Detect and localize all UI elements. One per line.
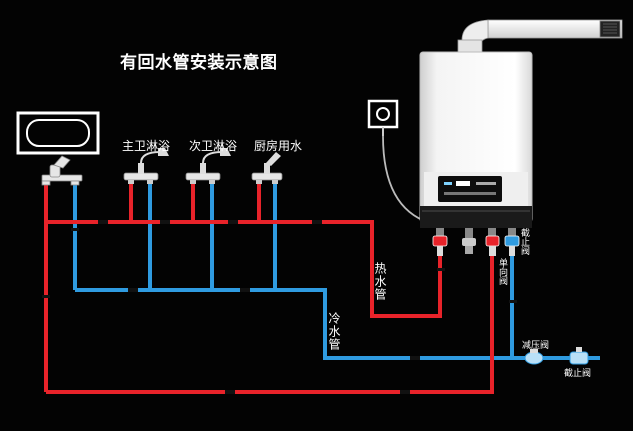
heater-display-panel xyxy=(438,176,502,202)
valve-icon xyxy=(432,235,520,256)
label-kitchen-water: 厨房用水 xyxy=(254,139,303,153)
label-check-valve: 单向阀 xyxy=(497,258,507,285)
pump-icon xyxy=(367,99,399,136)
hot-pipe-return-loop xyxy=(46,236,494,394)
label-pressure-reducing-valve: 减压阀 xyxy=(522,341,550,351)
second-bath-shower-fixture xyxy=(185,148,231,184)
bathtub-faucet-icon xyxy=(41,155,83,186)
label-cold-water-pipe: 冷水管 xyxy=(327,312,341,351)
shower-head-icon xyxy=(220,148,231,156)
shower-head-icon xyxy=(158,148,169,156)
label-shutoff-valve-bottom: 截止阀 xyxy=(564,369,592,379)
flue-pipe-icon xyxy=(457,19,623,55)
label-shutoff-valve-top: 截止阀 xyxy=(519,228,529,255)
label-second-bath-shower: 次卫淋浴 xyxy=(189,139,238,153)
page-title: 有回水管安装示意图 xyxy=(120,53,278,73)
hot-pipe-main xyxy=(46,220,442,318)
pipe-joints xyxy=(42,220,517,394)
label-main-bath-shower: 主卫淋浴 xyxy=(122,139,171,153)
main-bath-shower-fixture xyxy=(123,148,169,184)
water-heater-icon xyxy=(419,51,533,238)
hot-water-pipes xyxy=(44,182,494,394)
kitchen-faucet-fixture xyxy=(251,152,283,184)
shutoff-valve-bottom-icon xyxy=(569,347,589,365)
bathtub-icon xyxy=(16,111,100,155)
faucet-icon xyxy=(264,152,281,174)
pressure-reducing-valve-icon xyxy=(524,349,544,365)
label-hot-water-pipe: 热水管 xyxy=(373,262,387,301)
